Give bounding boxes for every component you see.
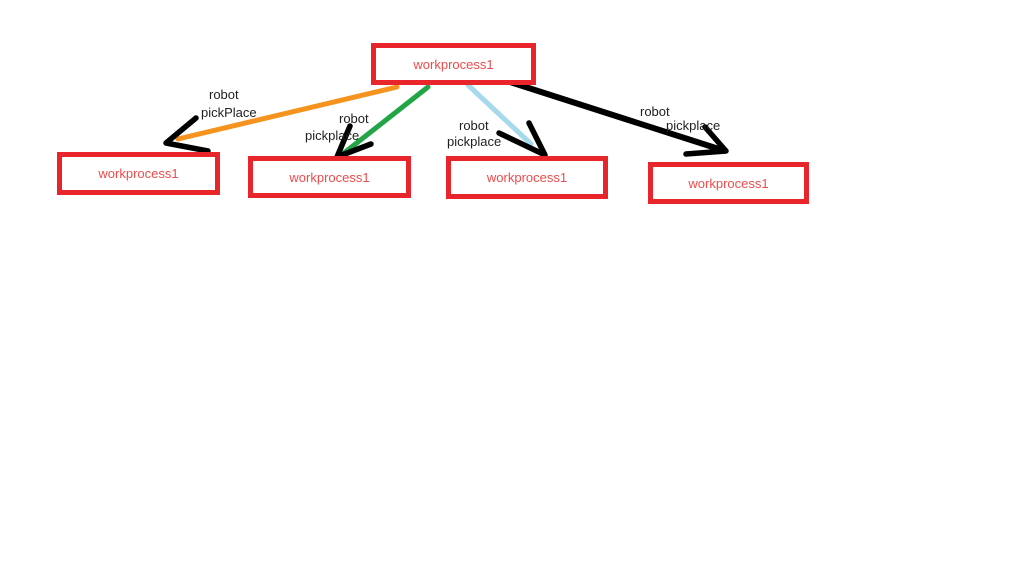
node-root: workprocess1 (371, 43, 536, 85)
node-child-2-label: workprocess1 (289, 169, 370, 185)
node-child-3: workprocess1 (446, 156, 608, 199)
edge3-label-line1: robot (459, 118, 489, 133)
edge3-label-line2: pickplace (447, 134, 502, 149)
edge4-arrowhead-icon (683, 124, 729, 157)
edge2-label-line2: pickplace (305, 128, 360, 143)
edge1-arrowhead-icon (163, 115, 211, 154)
node-child-2: workprocess1 (248, 156, 411, 198)
edge4-label-line2: pickplace (666, 118, 721, 133)
node-child-1: workprocess1 (57, 152, 220, 195)
edge1-label-line1: robot (209, 87, 239, 102)
edge-line-green (341, 84, 431, 156)
edge-line-blue (465, 82, 534, 147)
edge4-label-line1: robot (640, 104, 670, 119)
edge-line-orange (175, 84, 400, 142)
node-child-3-label: workprocess1 (486, 170, 568, 185)
edge-line-black (507, 79, 725, 153)
node-child-4: workprocess1 (648, 162, 809, 204)
node-child-4-label: workprocess1 (688, 175, 769, 191)
edge3-arrowhead-icon (496, 120, 548, 158)
edge1-label-line2: pickPlace (201, 105, 257, 120)
node-root-label: workprocess1 (413, 56, 494, 72)
node-child-1-label: workprocess1 (98, 166, 179, 181)
edge2-label-line1: robot (339, 111, 369, 126)
